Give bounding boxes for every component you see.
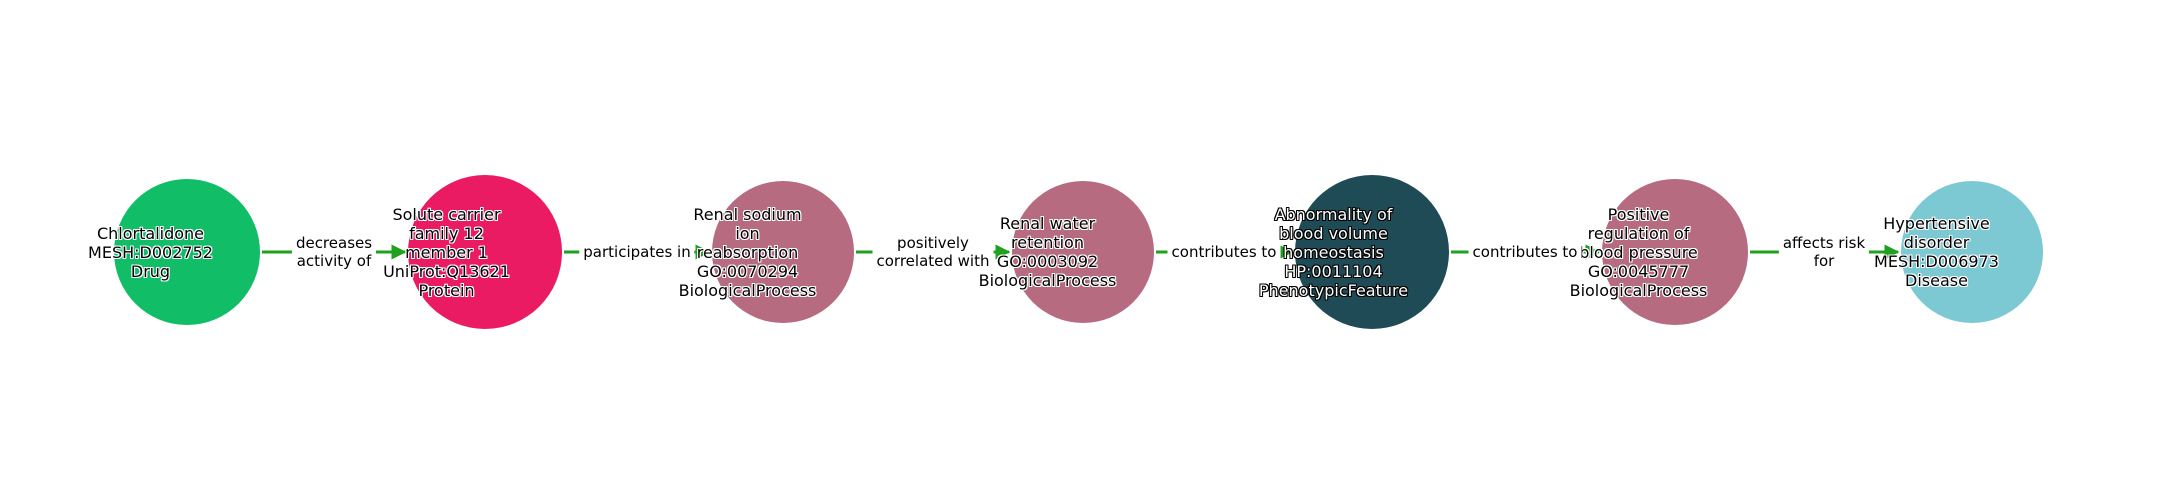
- node-label: Abnormality of blood volume homeostasis …: [1258, 204, 1409, 300]
- node-abnormality-of-blood-volume-homeostasis: Abnormality of blood volume homeostasis …: [1259, 175, 1449, 329]
- edge-label-decreases-activity-of: decreases activity of: [291, 234, 377, 270]
- node-label: Positive regulation of blood pressure GO…: [1569, 204, 1708, 300]
- node-hypertensive-disorder: Hypertensive disorder MESH:D006973 Disea…: [1874, 181, 2043, 323]
- edge-label-contributes-to-1: contributes to: [1167, 243, 1281, 261]
- node-label: Renal water retention GO:0003092 Biologi…: [978, 214, 1117, 290]
- node-positive-regulation-of-blood-pressure: Positive regulation of blood pressure GO…: [1570, 179, 1748, 325]
- edge-label-participates-in: participates in: [579, 243, 695, 261]
- node-renal-water-retention: Renal water retention GO:0003092 Biologi…: [979, 181, 1154, 323]
- node-label: Hypertensive disorder MESH:D006973 Disea…: [1874, 214, 1999, 290]
- node-label: Renal sodium ion reabsorption GO:0070294…: [678, 204, 817, 300]
- node-label: Solute carrier family 12 member 1 UniPro…: [383, 204, 510, 300]
- edge-label-contributes-to-2: contributes to: [1468, 243, 1582, 261]
- node-renal-sodium-ion-reabsorption: Renal sodium ion reabsorption GO:0070294…: [679, 181, 854, 323]
- node-solute-carrier-family-12-member-1: Solute carrier family 12 member 1 UniPro…: [383, 175, 562, 329]
- edge-label-affects-risk-for: affects risk for: [1778, 234, 1870, 270]
- node-chlortalidone: Chlortalidone MESH:D002752 Drug: [88, 179, 260, 325]
- node-label: Chlortalidone MESH:D002752 Drug: [88, 223, 213, 281]
- edge-label-positively-correlated-with: positively correlated with: [872, 234, 994, 270]
